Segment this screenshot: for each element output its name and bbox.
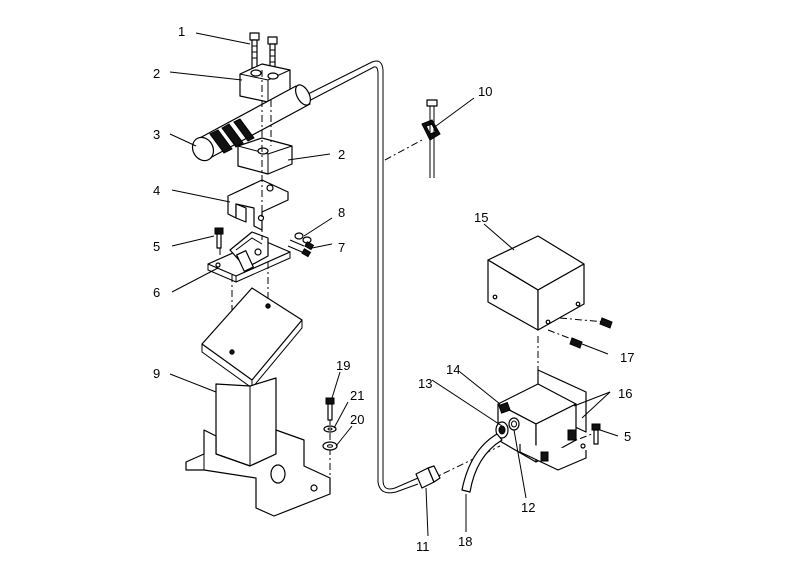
callout-7: 7 bbox=[338, 240, 345, 255]
cable-connector-part-11 bbox=[415, 465, 441, 489]
flat-washer-part-20 bbox=[322, 441, 338, 451]
callout-18: 18 bbox=[458, 534, 472, 549]
laser-tube-part-3 bbox=[191, 84, 311, 162]
callout-5-left: 5 bbox=[153, 239, 160, 254]
clamp-block-lower-part-2 bbox=[237, 137, 293, 175]
callout-1: 1 bbox=[178, 24, 185, 39]
callout-14: 14 bbox=[446, 362, 460, 377]
cover-screws-part-17 bbox=[569, 317, 613, 349]
leader-lines bbox=[169, 32, 619, 537]
callout-6: 6 bbox=[153, 285, 160, 300]
callout-16: 16 bbox=[618, 386, 632, 401]
lock-washer-part-21 bbox=[323, 425, 337, 433]
callout-15: 15 bbox=[474, 210, 488, 225]
callout-labels: 1 2 2 3 4 5 5 6 7 8 9 10 11 12 13 14 15 … bbox=[153, 24, 634, 554]
screw-part-5-left bbox=[214, 227, 224, 249]
callout-11: 11 bbox=[416, 539, 430, 554]
callout-19: 19 bbox=[336, 358, 350, 373]
indicator-part-14 bbox=[498, 401, 511, 414]
callout-10: 10 bbox=[478, 84, 492, 99]
callout-9: 9 bbox=[153, 366, 160, 381]
connector-part-12 bbox=[508, 417, 520, 431]
callout-12: 12 bbox=[521, 500, 535, 515]
callout-8: 8 bbox=[338, 205, 345, 220]
callout-2-lower: 2 bbox=[338, 147, 345, 162]
pedestal-part-9 bbox=[185, 287, 331, 517]
cable-clip-part-10 bbox=[421, 99, 441, 178]
washers-part-8 bbox=[294, 232, 312, 244]
screw-pair-part-1 bbox=[249, 32, 278, 73]
callout-20: 20 bbox=[350, 412, 364, 427]
callout-17: 17 bbox=[620, 350, 634, 365]
bracket-part-4 bbox=[227, 179, 289, 231]
power-cord-part-18 bbox=[461, 433, 503, 493]
connector-part-13 bbox=[495, 421, 509, 439]
hinge-plate-part-6 bbox=[207, 231, 291, 283]
screw-part-5-right bbox=[591, 423, 601, 445]
power-supply-part-16 bbox=[497, 369, 587, 471]
cable bbox=[299, 60, 419, 494]
callout-2-upper: 2 bbox=[153, 66, 160, 81]
callout-4: 4 bbox=[153, 183, 160, 198]
callout-13: 13 bbox=[418, 376, 432, 391]
callout-21: 21 bbox=[350, 388, 364, 403]
small-screws-part-7 bbox=[287, 239, 315, 258]
screw-part-19 bbox=[325, 397, 335, 421]
callout-5-right: 5 bbox=[624, 429, 631, 444]
cover-part-15 bbox=[487, 235, 585, 331]
callout-3: 3 bbox=[153, 127, 160, 142]
